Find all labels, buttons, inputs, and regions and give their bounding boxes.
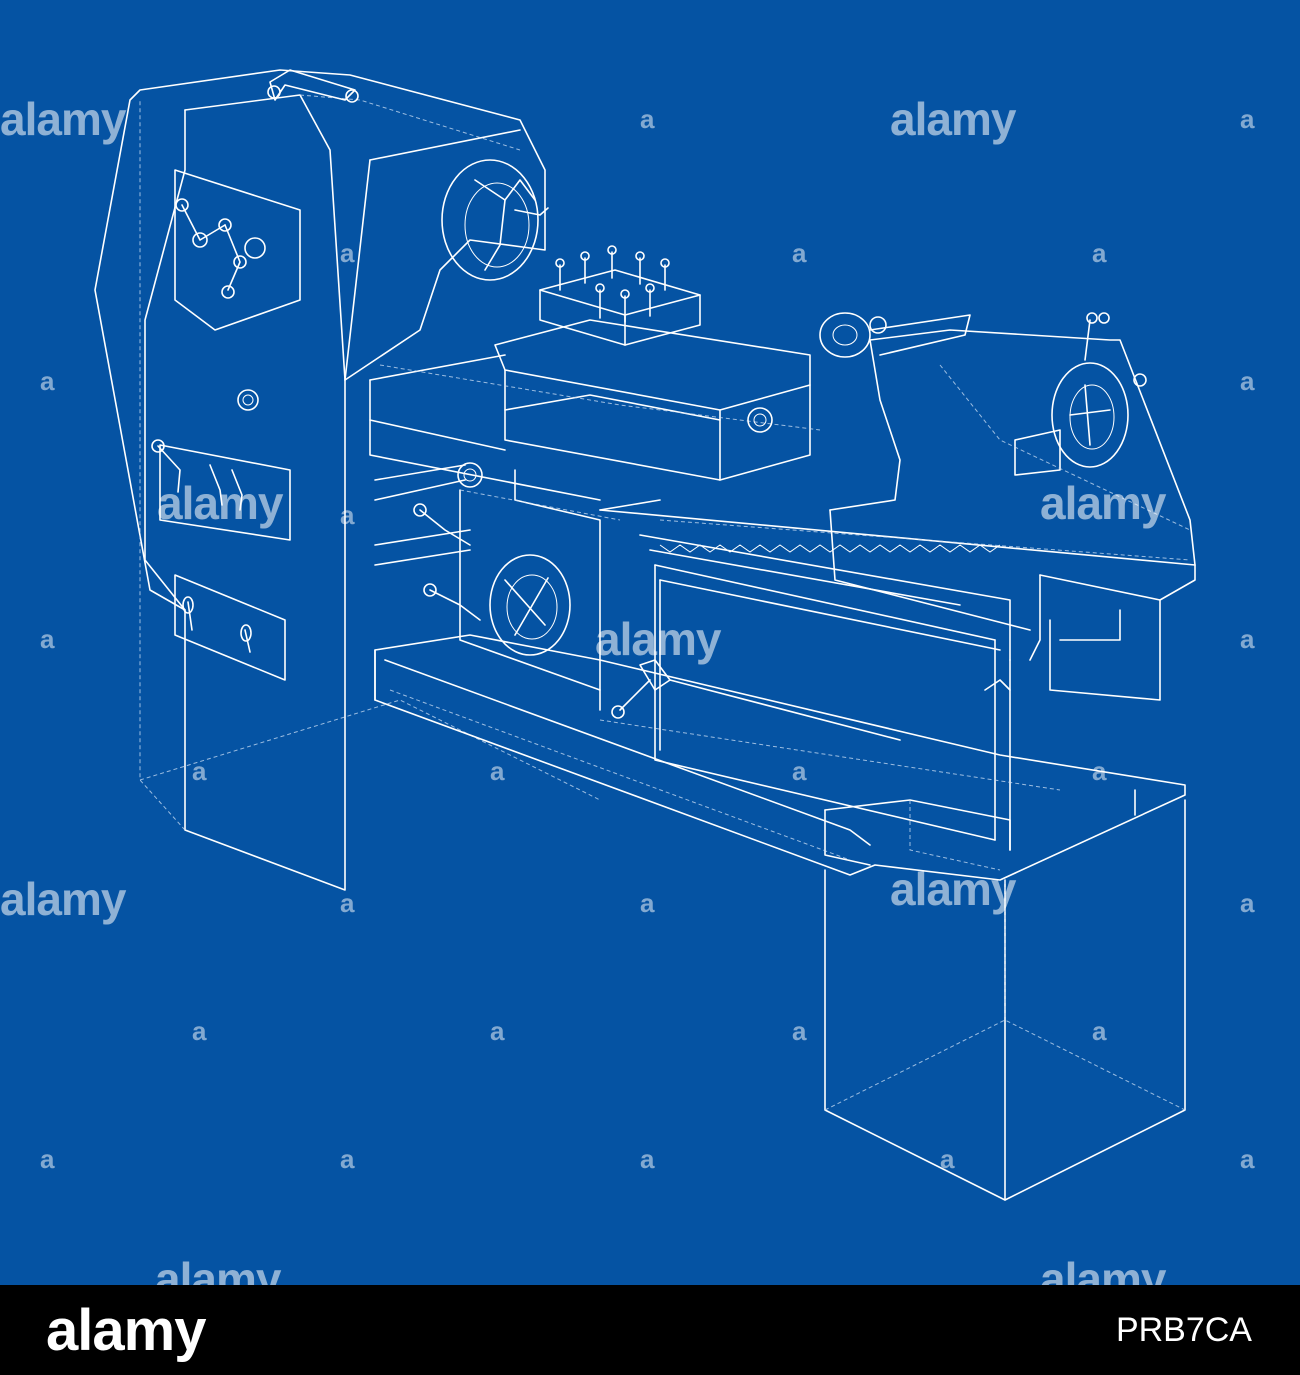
tailstock bbox=[819, 312, 1196, 701]
headstock bbox=[94, 69, 601, 891]
carriage bbox=[369, 319, 901, 741]
chuck bbox=[441, 159, 549, 281]
image-id-label: PRB7CA bbox=[1115, 1311, 1252, 1349]
base-cabinet bbox=[824, 799, 1186, 1201]
footer-logo[interactable]: alamy bbox=[46, 1298, 206, 1363]
tool-post bbox=[539, 245, 701, 346]
chip-tray bbox=[374, 634, 1186, 881]
footer-bar: alamy PRB7CA bbox=[0, 1285, 1300, 1375]
lathe-wireframe-svg bbox=[94, 69, 1196, 1201]
lathe-wireframe-drawing: alamy alamy alamy alamy alamy alamy alam… bbox=[0, 0, 1300, 1285]
lathe-bed bbox=[599, 509, 1196, 851]
